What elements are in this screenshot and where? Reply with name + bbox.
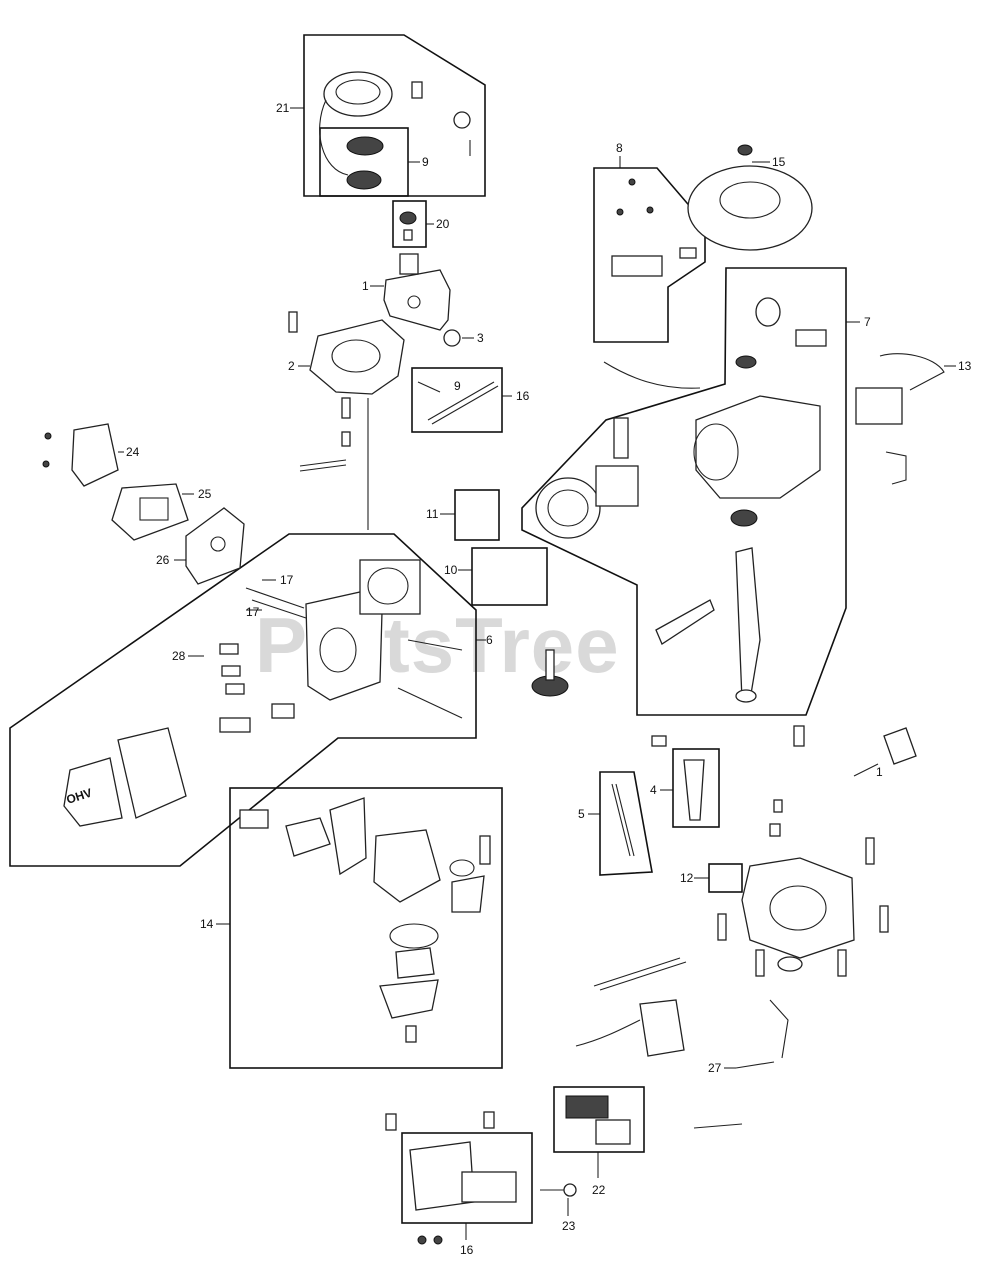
callout-26: 26 [156, 553, 170, 567]
callout-27: 27 [708, 1061, 722, 1075]
rod-kit [417, 381, 499, 425]
group-box-4 [672, 748, 720, 828]
group-box-air-filter-16 [401, 1132, 533, 1224]
callout-1-tank: 1 [362, 279, 369, 293]
dipstick-tube [683, 759, 705, 821]
control-linkage [575, 957, 789, 1129]
callout-12: 12 [680, 871, 694, 885]
group-box-11 [454, 489, 500, 541]
group-box-22 [553, 1086, 645, 1153]
group-box-16-upper [411, 367, 503, 433]
loose-hardware-top [288, 311, 369, 530]
callout-2: 2 [288, 359, 295, 373]
callout-6: 6 [486, 633, 493, 647]
callout-9-rod: 9 [454, 379, 461, 393]
part-3 [443, 329, 461, 347]
muffler-guard-26 [185, 507, 245, 585]
group-box-10 [471, 547, 548, 606]
muffler-25 [111, 483, 189, 541]
callout-17a: 17 [280, 573, 294, 587]
group-box-carburetor-14 [229, 787, 503, 1069]
callout-21: 21 [276, 101, 290, 115]
callout-20: 20 [436, 217, 450, 231]
cam-gear [531, 649, 569, 697]
callout-23: 23 [562, 1219, 576, 1233]
callout-5: 5 [578, 807, 585, 821]
group-box-ignition-8 [593, 167, 706, 343]
group-box-short-block-7 [521, 267, 847, 716]
callout-10: 10 [444, 563, 458, 577]
callout-25: 25 [198, 487, 212, 501]
callout-15: 15 [772, 155, 786, 169]
blower-housing [309, 319, 405, 395]
callout-9: 9 [422, 155, 429, 169]
governor-parts-right [651, 725, 917, 777]
callout-3: 3 [477, 331, 484, 345]
callout-14: 14 [200, 917, 214, 931]
cylinder-head-parts [63, 559, 463, 827]
carburetor-assembly [239, 797, 491, 1043]
callout-17b: 17 [246, 605, 260, 619]
callout-8: 8 [616, 141, 623, 155]
group-box-cylinder-head-6 [9, 533, 477, 867]
fuel-tank [383, 253, 451, 331]
crankcase-cover [717, 799, 889, 977]
callout-24: 24 [126, 445, 140, 459]
group-box-5 [599, 771, 653, 876]
callout-28: 28 [172, 649, 186, 663]
dipstick [611, 783, 635, 857]
group-box-12 [708, 863, 743, 893]
ignition-coil [855, 353, 945, 485]
flywheel [687, 144, 813, 251]
muffler-shield-24 [42, 423, 119, 487]
callout-4: 4 [650, 783, 657, 797]
ignition-parts [603, 178, 701, 389]
part-20 [399, 211, 417, 241]
callout-22: 22 [592, 1183, 606, 1197]
engine-short-block [535, 297, 827, 703]
callout-16-upper: 16 [516, 389, 530, 403]
callout-labels: 1 1 2 3 4 5 6 7 8 9 9 10 11 12 13 14 15 … [126, 101, 972, 1257]
callout-11: 11 [426, 507, 439, 521]
recoil-starter-assembly [319, 71, 471, 190]
callout-16-lower: 16 [460, 1243, 474, 1257]
leader-lines [118, 107, 956, 1240]
callout-1-right: 1 [876, 765, 883, 779]
air-cleaner-16 [385, 1111, 517, 1245]
callout-13: 13 [958, 359, 972, 373]
screw-23 [540, 1183, 577, 1197]
air-filter-22 [565, 1095, 631, 1145]
callout-7: 7 [864, 315, 871, 329]
